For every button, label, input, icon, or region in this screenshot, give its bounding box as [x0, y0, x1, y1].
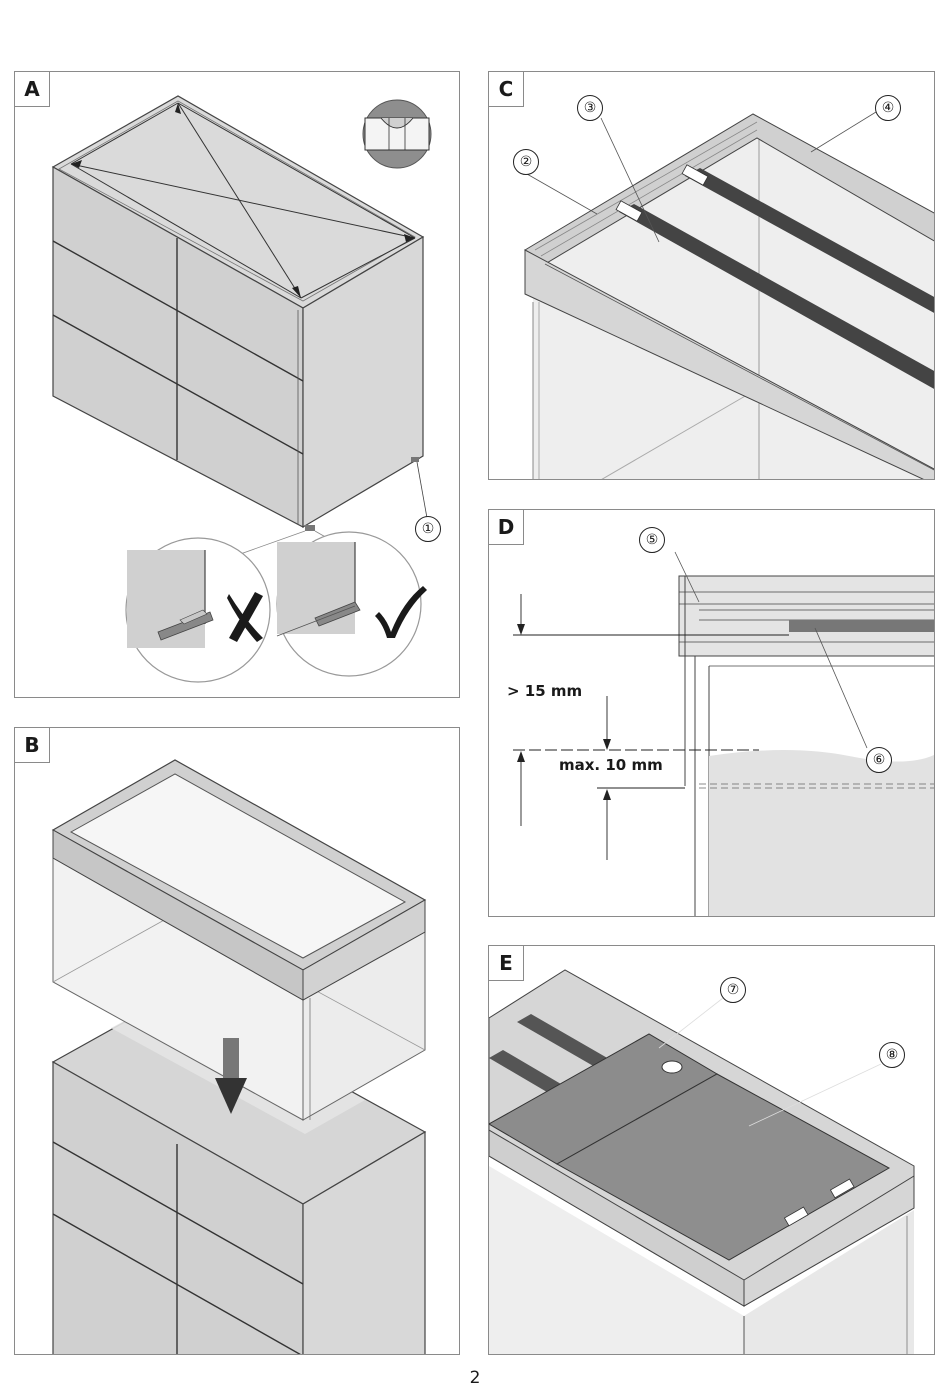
max-level-label: max. 10 mm	[559, 756, 663, 774]
water-level-section	[489, 510, 935, 917]
callout-8: ⑧	[879, 1042, 905, 1068]
panel-a-letter: A	[15, 72, 50, 107]
panel-b: B	[14, 727, 460, 1355]
panel-e-letter: E	[489, 946, 524, 981]
callout-5: ⑤	[639, 527, 665, 553]
panel-c: C ② ③ ④	[488, 71, 935, 480]
panel-d: D ⑤ ⑥ > 15 mm max. 10 mm	[488, 509, 935, 917]
page-number: 2	[0, 1368, 950, 1388]
correct-foot-detail	[277, 532, 421, 676]
frame-rails-illustration	[489, 72, 935, 480]
min-gap-label: > 15 mm	[507, 682, 582, 700]
spirit-level-icon	[363, 100, 431, 168]
panel-d-letter: D	[489, 510, 524, 545]
callout-7: ⑦	[720, 977, 746, 1003]
callout-3: ③	[577, 95, 603, 121]
cabinet-level-illustration	[15, 72, 460, 698]
callout-1: ①	[415, 516, 441, 542]
callout-2: ②	[513, 149, 539, 175]
aquarium-placement-illustration	[15, 728, 460, 1355]
panel-e: E ⑦ ⑧	[488, 945, 935, 1355]
cover-plates-illustration	[489, 946, 935, 1355]
panel-b-letter: B	[15, 728, 50, 763]
callout-4: ④	[875, 95, 901, 121]
panel-a: A	[14, 71, 460, 698]
callout-6: ⑥	[866, 747, 892, 773]
panel-c-letter: C	[489, 72, 524, 107]
